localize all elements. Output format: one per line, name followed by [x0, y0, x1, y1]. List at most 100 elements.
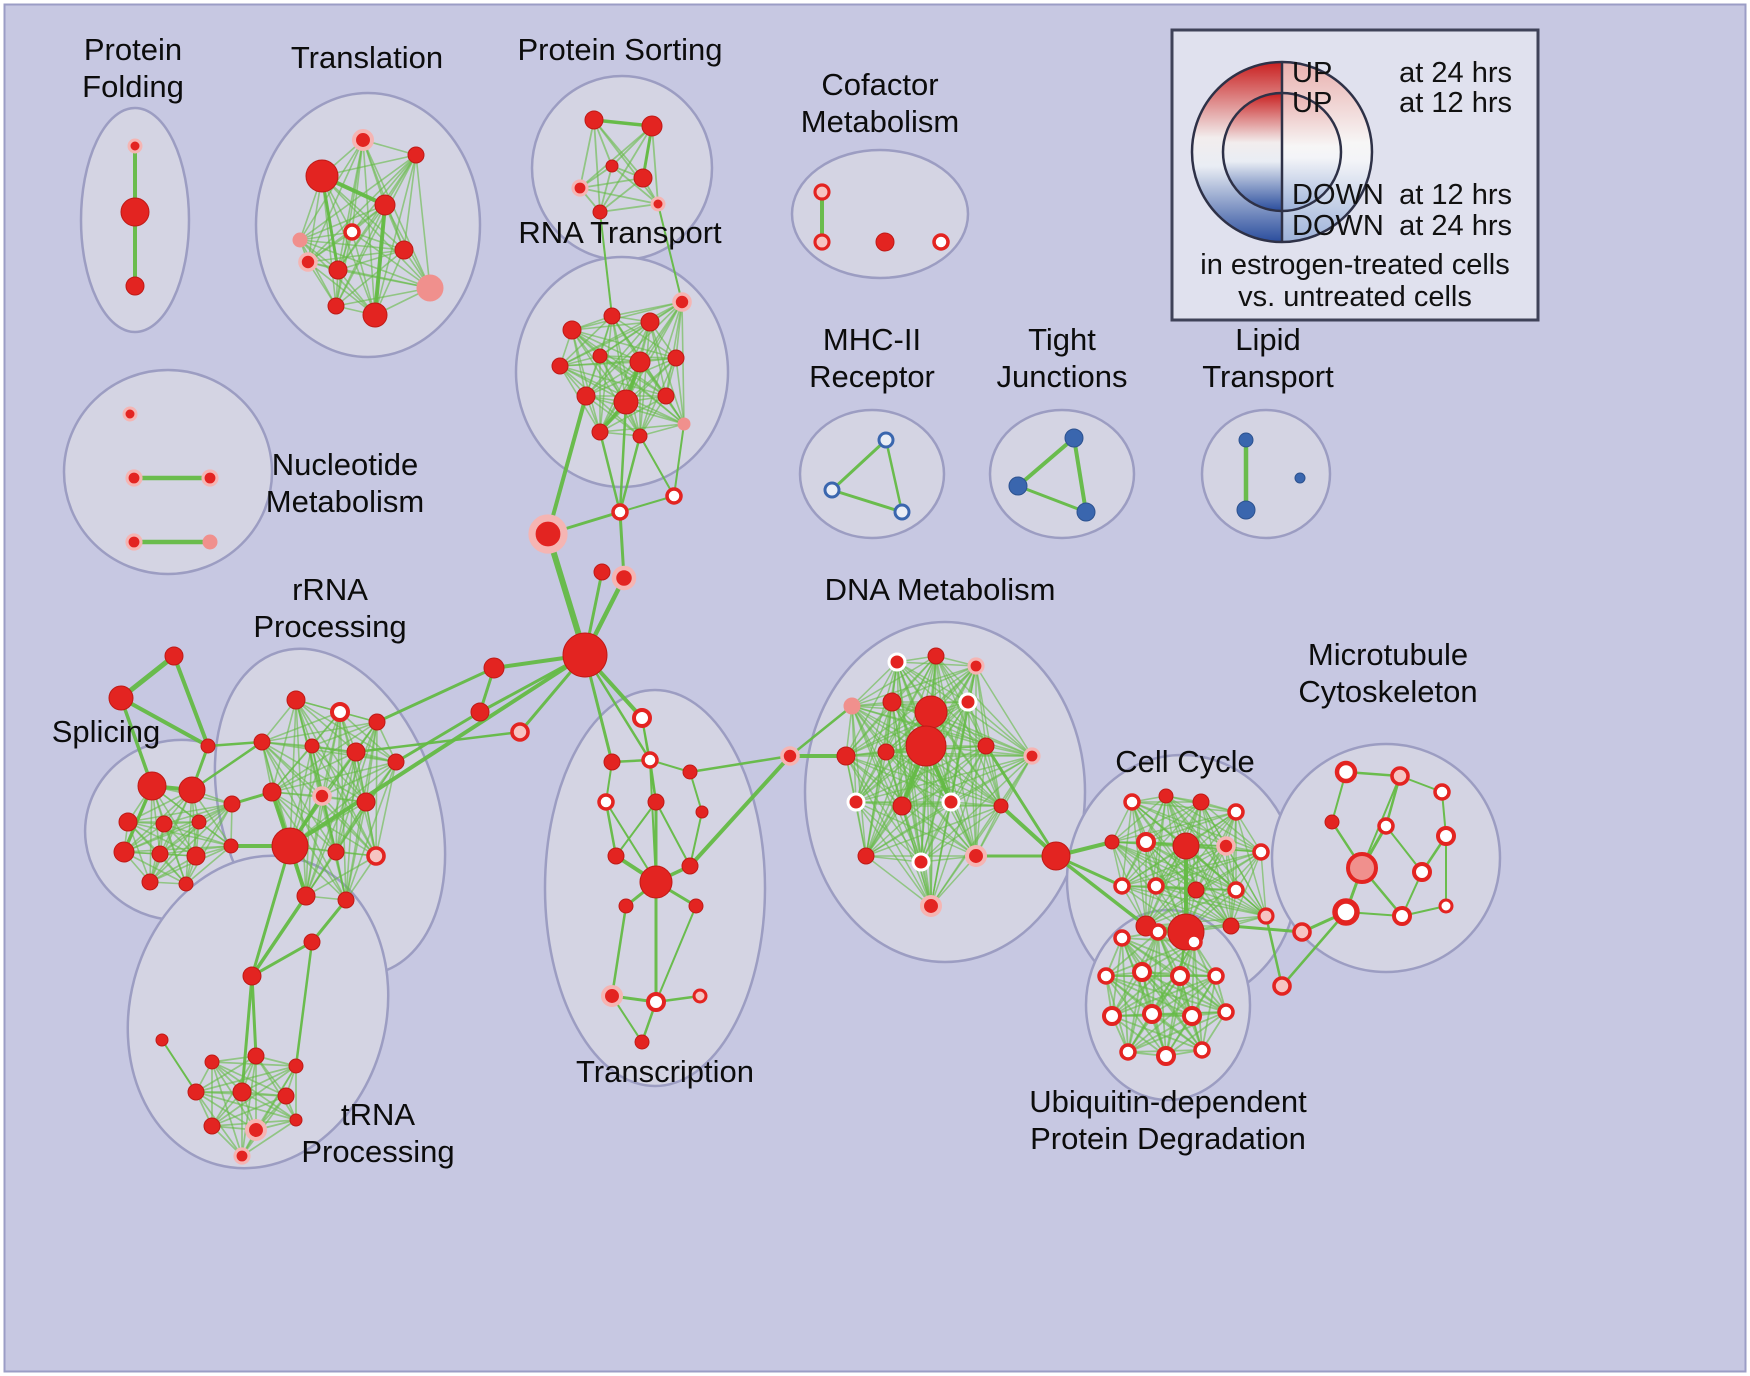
graph-edge [851, 661, 898, 707]
graph-edge [967, 701, 1033, 757]
graph-edge [294, 940, 314, 1068]
graph-edge [311, 721, 378, 747]
graph-edge [1145, 801, 1202, 843]
graph-node [118, 812, 138, 832]
graph-edge [345, 801, 367, 901]
cluster-label-nm: Metabolism [266, 484, 425, 519]
graph-node [597, 793, 615, 811]
graph-node [141, 873, 159, 891]
graph-edge [610, 904, 628, 998]
graph-node [836, 746, 856, 766]
graph-node [1149, 923, 1167, 941]
graph-edge [123, 803, 233, 853]
graph-edge [335, 249, 405, 307]
graph-edge [884, 438, 904, 514]
graph-edge [585, 357, 677, 397]
graph-node [639, 865, 673, 899]
graph-edge [546, 394, 588, 536]
graph-node [672, 292, 692, 312]
graph-node [1433, 783, 1451, 801]
graph-edge [599, 395, 667, 433]
graph-edge [271, 721, 378, 793]
graph-node [1346, 852, 1378, 884]
cluster-label-lt: Transport [1202, 359, 1334, 394]
graph-edge [1121, 937, 1129, 1053]
graph-edge [788, 704, 854, 758]
graph-node [927, 647, 945, 665]
cluster-label-ub: Ubiquitin-dependent [1029, 1084, 1307, 1119]
graph-node [682, 764, 698, 780]
graph-node [312, 786, 332, 806]
graph-node [244, 1118, 268, 1142]
graph-node [1412, 862, 1432, 882]
graph-node [137, 771, 167, 801]
graph-node [178, 876, 194, 892]
graph-edge [1127, 971, 1143, 1053]
graph-edge [261, 721, 378, 743]
graph-edge [250, 940, 314, 978]
graph-node [650, 196, 666, 212]
graph-node [327, 843, 345, 861]
cluster-label-cf: Cofactor [821, 67, 938, 102]
graph-edge [579, 177, 644, 189]
graph-edge [891, 701, 977, 857]
graph-edge [310, 898, 348, 944]
graph-node [877, 431, 895, 449]
cluster-label-tl: Translation [291, 40, 443, 75]
graph-node [665, 487, 683, 505]
graph-node [337, 891, 355, 909]
graph-node [122, 406, 138, 422]
graph-node [964, 844, 988, 868]
graph-edge [1072, 436, 1088, 514]
graph-node [1257, 907, 1275, 925]
graph-edge [1230, 851, 1262, 927]
graph-edge [1225, 845, 1267, 917]
graph-node [125, 533, 143, 551]
cluster-label-rt: RNA Transport [518, 215, 722, 250]
graph-edge [1193, 941, 1203, 1051]
graph-node [611, 565, 637, 591]
graph-edge [593, 119, 601, 213]
graph-edge [1121, 851, 1262, 887]
graph-edge [299, 239, 431, 289]
graph-node [303, 933, 321, 951]
cluster-label-mt: Cytoskeleton [1298, 674, 1477, 709]
graph-node [327, 297, 345, 315]
graph-node [178, 776, 206, 804]
graph-edge [599, 203, 659, 213]
graph-node [692, 988, 708, 1004]
graph-node [1123, 793, 1141, 811]
graph-edge [865, 805, 1002, 857]
graph-node [629, 351, 651, 373]
graph-node [607, 847, 625, 865]
graph-node [232, 1082, 252, 1102]
graph-edge [211, 1095, 287, 1127]
graph-node [993, 798, 1009, 814]
graph-node [1064, 428, 1084, 448]
graph-node [857, 847, 875, 865]
graph-node [125, 276, 145, 296]
graph-edge [935, 655, 1033, 757]
graph-edge [149, 789, 193, 883]
graph-node [1076, 502, 1096, 522]
legend-down-12-time: at 12 hrs [1399, 179, 1512, 211]
cluster-label-nm: Nucleotide [272, 447, 418, 482]
graph-edge [689, 811, 703, 867]
graph-node [1238, 432, 1254, 448]
graph-edge [599, 423, 685, 433]
graph-edge [611, 301, 683, 317]
graph-edge [321, 175, 405, 251]
graph-node [641, 751, 659, 769]
graph-node [584, 110, 604, 130]
graph-node [362, 302, 388, 328]
graph-node [1436, 826, 1456, 846]
graph-node [346, 742, 366, 762]
graph-edge [289, 711, 341, 847]
graph-edge [288, 653, 587, 848]
graph-edge [206, 740, 264, 748]
graph-node [1227, 803, 1245, 821]
graph-edge [1155, 851, 1262, 887]
graph-edge [1054, 854, 1148, 928]
graph-edge [599, 125, 653, 213]
graph-edge [299, 204, 386, 241]
